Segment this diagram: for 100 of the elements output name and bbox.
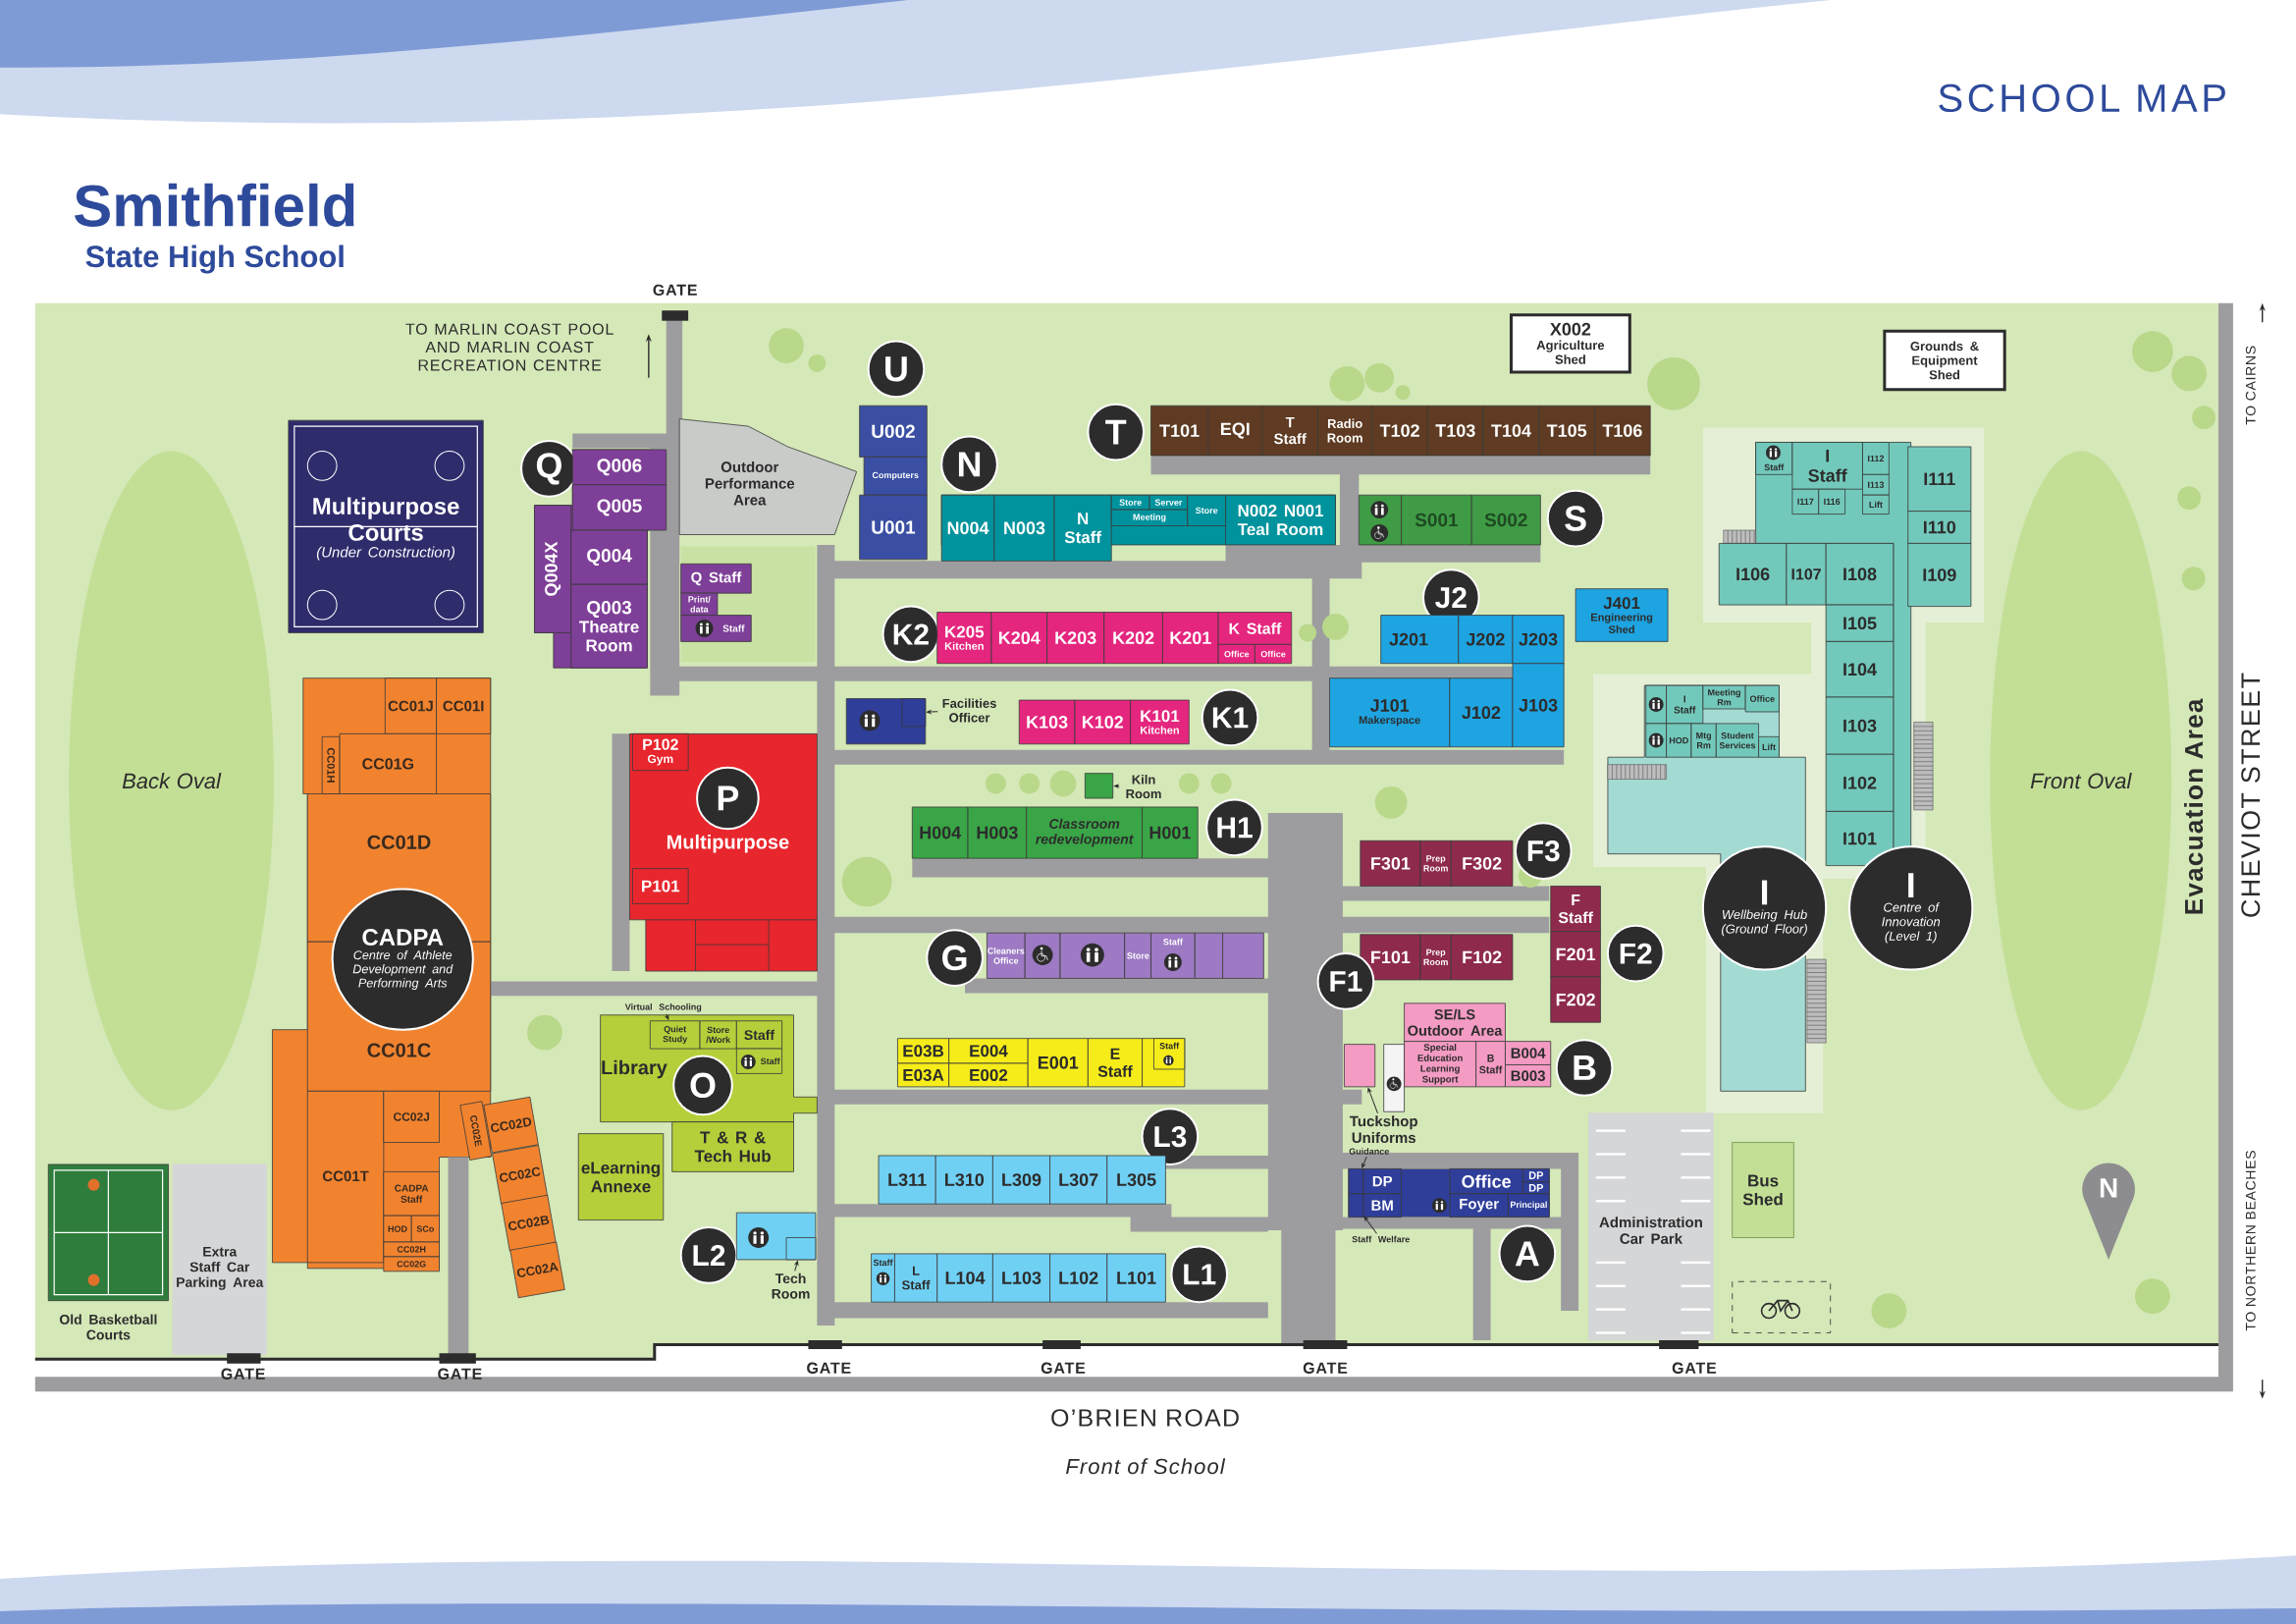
room: K102 <box>1074 699 1132 745</box>
room: Store /Work <box>699 1020 737 1050</box>
room: L309 <box>992 1155 1050 1205</box>
room: Lift <box>1862 494 1890 514</box>
room: Office <box>1217 643 1255 664</box>
room: L Staff <box>894 1253 938 1303</box>
gate-label: GATE <box>1303 1362 1348 1374</box>
room <box>901 698 927 728</box>
room: Staff <box>1153 1038 1186 1070</box>
room: Computers <box>863 456 928 496</box>
room: U001 <box>859 494 928 561</box>
room: T104 <box>1482 405 1540 457</box>
room <box>1348 1167 1364 1194</box>
room: J401 Engineering Shed <box>1575 588 1669 642</box>
room: Office <box>1255 643 1293 664</box>
room: H003 <box>967 806 1028 859</box>
room: L305 <box>1106 1155 1166 1205</box>
sports-court: Old Basketball Courts <box>47 1164 169 1340</box>
room <box>1645 723 1667 758</box>
room: P102 Gym <box>632 732 689 771</box>
room: SCo <box>410 1215 440 1243</box>
leader-line <box>665 1013 669 1020</box>
room: I116 <box>1818 488 1845 514</box>
room: I111 <box>1907 446 1972 512</box>
room <box>1194 932 1223 979</box>
room: J202 <box>1458 615 1514 664</box>
direction-label: TO MARLIN COAST POOL AND MARLIN COAST RECREATION CENTRE <box>405 323 614 371</box>
room: N003 <box>993 494 1055 562</box>
room: Cleaners Office <box>987 932 1026 979</box>
room: F202 <box>1550 976 1601 1023</box>
room: J203 <box>1512 615 1565 664</box>
street-name: O’BRIEN ROAD <box>1051 1409 1239 1427</box>
room: L103 <box>992 1253 1050 1303</box>
room: I117 <box>1791 488 1820 514</box>
room: Quiet Study <box>649 1020 701 1050</box>
room: K201 <box>1162 612 1219 664</box>
room-label: Staff Welfare <box>1352 1235 1410 1243</box>
room: T106 <box>1594 405 1651 457</box>
street-name: CHEVIOT STREET <box>2241 673 2261 917</box>
room: I102 <box>1825 753 1895 812</box>
room: L310 <box>934 1155 993 1205</box>
room: F Staff <box>1550 885 1601 932</box>
room: E03A <box>897 1062 950 1088</box>
room <box>1344 1044 1376 1088</box>
leader-line <box>1367 1087 1378 1114</box>
car-park: Administration Car Park <box>1588 1112 1714 1341</box>
room: Mtg Rm <box>1690 723 1717 758</box>
node-label: Old Basketball Courts <box>59 1314 157 1340</box>
room: E004 <box>948 1038 1029 1064</box>
oval-field: Back Oval <box>69 451 274 1110</box>
room: J102 <box>1449 677 1514 748</box>
room: I109 <box>1907 542 1972 607</box>
room-label: Guidance <box>1349 1148 1389 1155</box>
room: B004 <box>1505 1041 1552 1065</box>
leader-line <box>1362 1156 1367 1168</box>
caption: Front of School <box>1066 1458 1226 1475</box>
room: Lift <box>1758 735 1780 758</box>
room: CC02G <box>383 1256 440 1272</box>
room: Prep Room <box>1419 839 1452 887</box>
room: J201 <box>1380 615 1460 664</box>
room: CC01I <box>436 677 492 734</box>
room: Q004 <box>570 529 648 585</box>
direction-label: TO CAIRNS <box>2245 346 2256 425</box>
room: CC02J <box>383 1090 440 1143</box>
room: B Staff <box>1475 1041 1506 1088</box>
room: L311 <box>878 1155 936 1205</box>
room: DP <box>1522 1181 1550 1194</box>
room: T Staff <box>1261 405 1318 457</box>
room: T101 <box>1150 405 1209 457</box>
room: I101 <box>1825 810 1895 866</box>
room: K205 Kitchen <box>936 612 992 664</box>
room: I Staff <box>1666 684 1704 725</box>
room <box>1084 773 1114 799</box>
room: Store <box>1110 494 1150 511</box>
room: N Staff <box>1053 494 1112 562</box>
room: T105 <box>1538 405 1595 457</box>
room: F301 <box>1360 839 1421 887</box>
room: Q003 Theatre Room <box>570 583 648 669</box>
room: DP <box>1522 1167 1550 1183</box>
room: CC02A <box>509 1241 565 1298</box>
room-label: Kiln Room <box>1126 774 1161 798</box>
room: CC01H <box>321 735 341 794</box>
room: I105 <box>1825 604 1895 642</box>
room: K204 <box>990 612 1047 664</box>
room: Office <box>1744 684 1780 713</box>
leader-line <box>1363 1216 1377 1234</box>
room: F101 <box>1360 934 1421 981</box>
shed: Bus Shed <box>1732 1142 1794 1238</box>
room: L104 <box>936 1253 993 1303</box>
room: H004 <box>911 806 969 859</box>
room <box>1358 494 1402 546</box>
room-label: Facilities Officer <box>942 698 996 723</box>
leader-line <box>794 1260 799 1272</box>
direction-label: TO NORTHERN BEACHES <box>2245 1150 2256 1331</box>
room: F302 <box>1450 839 1514 887</box>
room: F201 <box>1550 931 1601 978</box>
room <box>1222 932 1264 979</box>
room: Staff <box>735 1020 782 1050</box>
room: Staff <box>735 1048 782 1074</box>
room: I112 <box>1862 441 1890 475</box>
